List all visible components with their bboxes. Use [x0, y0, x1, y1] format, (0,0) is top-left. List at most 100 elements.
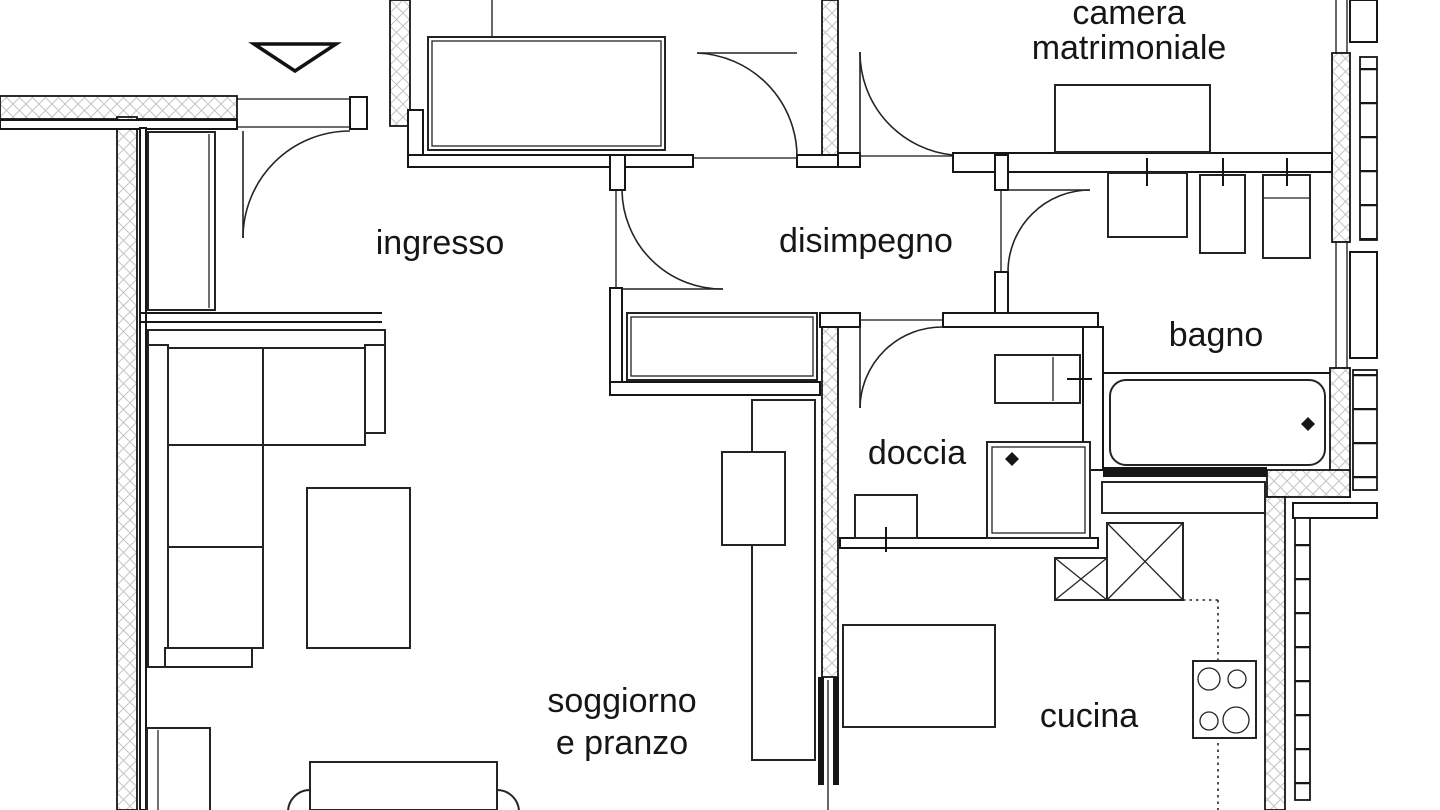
- wall-soggiorno-divider: [821, 312, 839, 678]
- wall-doccia-north-west: [819, 312, 861, 328]
- stove-burner-2: [1227, 669, 1247, 689]
- wall-nook-south: [609, 381, 821, 396]
- label-ingresso: ingresso: [376, 224, 505, 262]
- wall-cameretta-south: [407, 154, 694, 168]
- wall-cameretta-south-east: [796, 154, 839, 168]
- camera-dresser: [1054, 84, 1211, 153]
- doccia-washbasin: [994, 354, 1081, 404]
- wall-east-lower: [1264, 496, 1286, 810]
- shower-tray-inner: [991, 446, 1086, 534]
- furniture-cucina: [842, 481, 1266, 810]
- sofa-cushion-3: [167, 444, 264, 548]
- sofa-armrest-bottom: [164, 647, 253, 668]
- dining-chair-right: [496, 788, 520, 810]
- cameretta-bed-inner: [431, 40, 662, 147]
- stove-burner-4: [1222, 706, 1250, 734]
- hall-wardrobe: [626, 312, 818, 381]
- shower-drain-icon: [1005, 452, 1019, 466]
- dining-chair-left: [287, 788, 311, 810]
- wall-camera-south-west: [837, 152, 861, 168]
- wall-disimpegno-east-upper: [994, 154, 1009, 191]
- sofa-cushion-4: [167, 546, 264, 649]
- wall-top-center: [389, 0, 411, 127]
- label-camera-line1: camera: [1072, 0, 1185, 32]
- furniture-nook: [626, 312, 818, 381]
- wall-east-upper: [1331, 52, 1351, 243]
- wall-disimpegno-west-lower: [609, 287, 623, 396]
- wall-tub-south: [1103, 467, 1267, 477]
- stove-burner-1: [1197, 667, 1221, 691]
- bathtub-drain-icon: [1301, 417, 1315, 431]
- wall-disimpegno-west-upper: [609, 154, 626, 191]
- bathtub: [1109, 379, 1326, 466]
- bagno-bidet: [1199, 174, 1246, 254]
- kitchen-column-large-diag-2: [1106, 522, 1184, 601]
- sofa-cushion-1: [167, 347, 264, 446]
- kitchen-counter-north: [1101, 481, 1266, 514]
- fixtures-doccia: [854, 354, 1092, 552]
- railing-segment-lower: [1294, 517, 1311, 801]
- fixtures-bagno: [1107, 158, 1326, 466]
- furniture-ingresso: [147, 131, 216, 311]
- side-cabinet: [146, 727, 211, 810]
- windows: [1332, 0, 1350, 369]
- cameretta-bed: [427, 36, 666, 151]
- sliding-door-jamb-east: [833, 677, 839, 785]
- tv-unit: [721, 451, 786, 546]
- ingresso-closet: [147, 131, 216, 311]
- wall-entry-jamb: [349, 96, 368, 130]
- cameretta-door-swing: [696, 52, 798, 158]
- railing-box-mid: [1349, 251, 1378, 359]
- wall-bagno-north: [952, 152, 1333, 173]
- wall-cameretta-sw-corner: [407, 109, 424, 158]
- label-soggiorno-line2: e pranzo: [556, 724, 688, 762]
- balcony-railing: [1292, 0, 1378, 801]
- hall-wardrobe-inner: [630, 316, 814, 377]
- entry-arrow-icon: [248, 42, 342, 74]
- furniture-soggiorno: [146, 329, 816, 810]
- wall-bedrooms-divider: [821, 0, 839, 158]
- furniture-camera-matrimoniale: [1054, 84, 1211, 153]
- wall-east-jog: [1266, 469, 1351, 498]
- sofa-back-top: [147, 329, 386, 349]
- label-cucina: cucina: [1040, 697, 1138, 735]
- room-labels: camera matrimoniale ingresso disimpegno …: [376, 0, 1264, 762]
- label-bagno: bagno: [1169, 316, 1264, 354]
- wall-entry-inner-line: [0, 119, 238, 130]
- bagno-washbasin: [1107, 172, 1188, 238]
- wall-disimpegno-east-lower: [994, 271, 1009, 314]
- wall-north-west-band: [0, 95, 238, 120]
- label-doccia: doccia: [868, 434, 966, 472]
- wall-doccia-north-east: [942, 312, 1099, 328]
- wall-doccia-south: [839, 537, 1099, 549]
- exterior-walls: [0, 0, 1351, 810]
- sofa-back-left: [147, 344, 169, 668]
- entry-door-swing: [242, 130, 351, 239]
- furniture-cameretta: [427, 0, 666, 151]
- camera-door-swing: [859, 51, 954, 156]
- dining-table: [309, 761, 498, 810]
- sliding-door-jamb-west: [818, 677, 824, 785]
- doors: [237, 51, 1091, 409]
- shower-tray: [986, 441, 1091, 539]
- kitchen-table: [842, 624, 996, 728]
- coffee-table: [306, 487, 411, 649]
- sofa-armrest-right: [364, 344, 386, 434]
- bagno-toilet: [1262, 174, 1311, 259]
- railing-box-top: [1349, 0, 1378, 43]
- wall-west: [116, 116, 138, 810]
- label-disimpegno: disimpegno: [779, 222, 953, 260]
- railing-segment-mid: [1352, 369, 1378, 491]
- railing-segment-upper: [1359, 56, 1378, 241]
- wall-west-inner-line: [139, 127, 147, 810]
- kitchen-column-small-diag-2: [1054, 557, 1108, 601]
- label-camera-line2: matrimoniale: [1032, 29, 1227, 67]
- stove-burner-3: [1199, 711, 1219, 731]
- disimpegno-door-swing: [621, 189, 724, 290]
- bagno-door-swing: [1007, 189, 1091, 273]
- doccia-door-swing: [859, 326, 944, 409]
- railing-connector: [1292, 502, 1378, 519]
- sofa-cushion-2: [262, 347, 366, 446]
